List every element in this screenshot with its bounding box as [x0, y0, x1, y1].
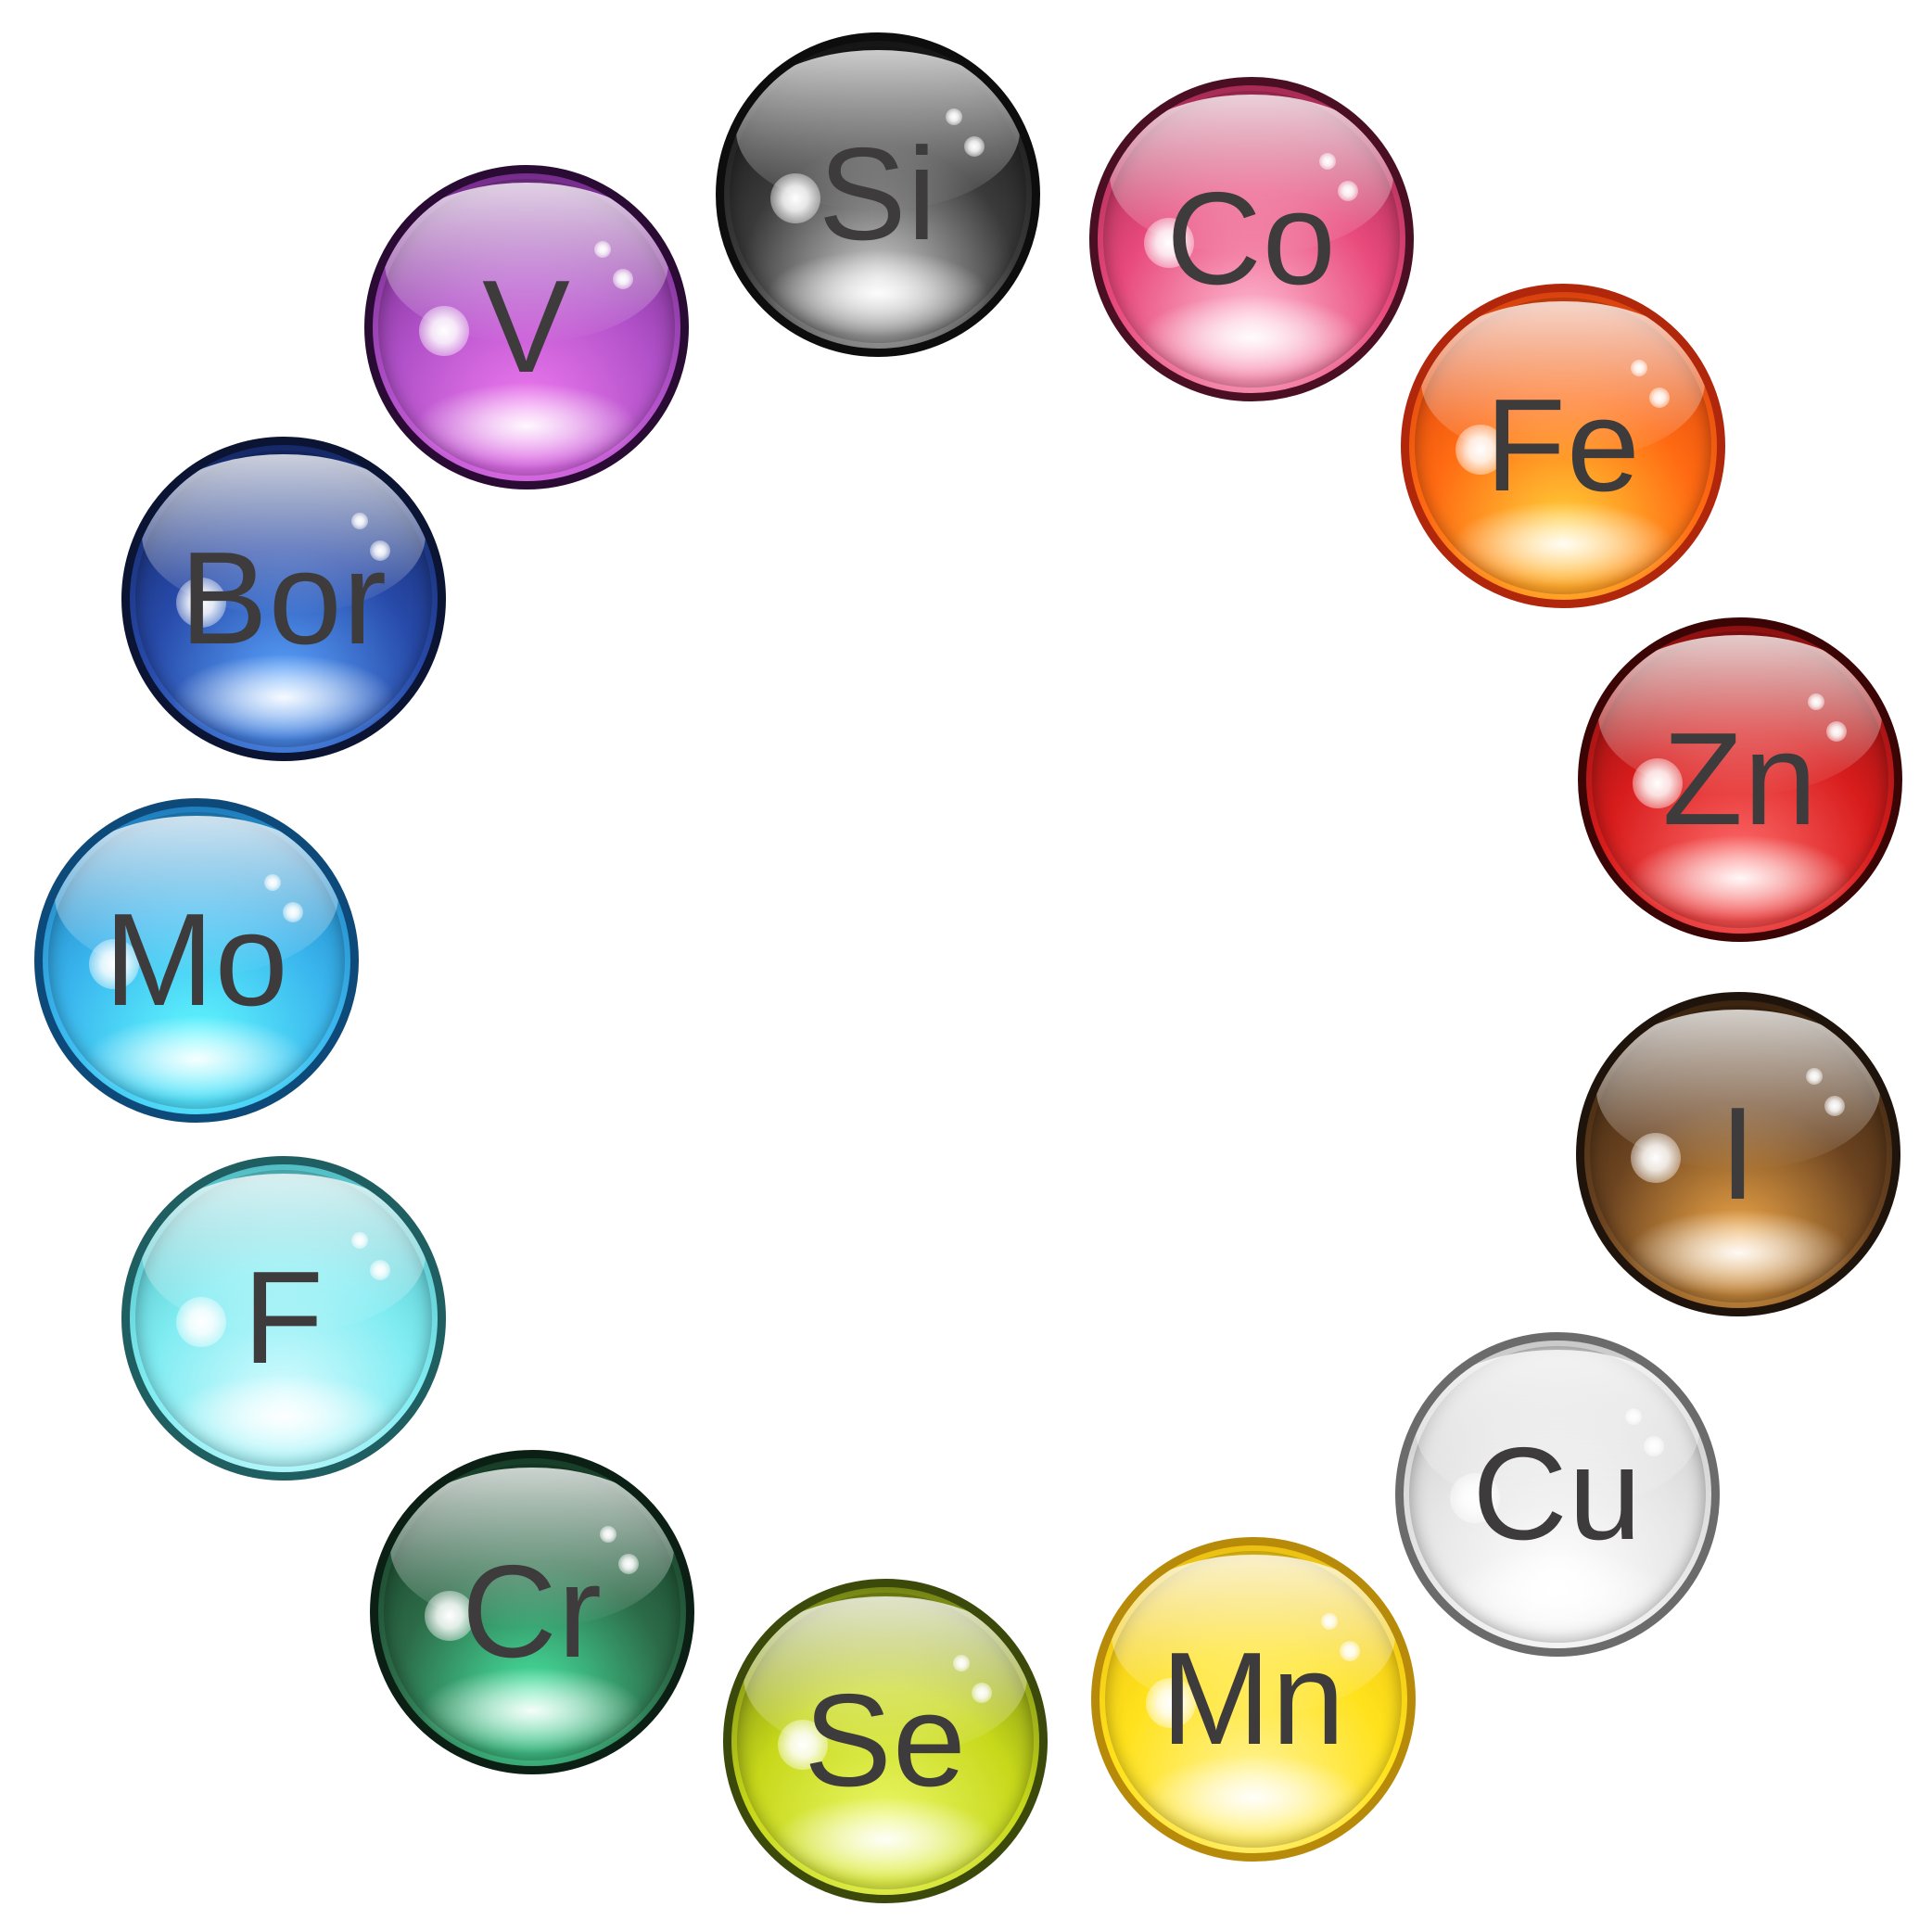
orb-sparkle [1632, 757, 1683, 808]
orb-sparkle [88, 938, 139, 989]
element-symbol-label: F [243, 1244, 324, 1392]
element-orb-v: V [364, 165, 689, 489]
element-symbol-label: Se [804, 1667, 967, 1814]
element-orb-co: Co [1089, 77, 1414, 401]
orb-sparkle [1643, 1435, 1664, 1456]
orb-sparkle [1824, 1095, 1845, 1116]
orb-sparkle [1337, 180, 1358, 201]
element-symbol-label: I [1719, 1080, 1758, 1227]
orb-sparkle [600, 1526, 617, 1544]
orb-sparkle [594, 241, 612, 259]
orb-sparkle [1631, 360, 1648, 377]
orb-sparkle [369, 540, 390, 561]
orb-sparkle [175, 1296, 226, 1347]
element-symbol-label: Cr [462, 1538, 603, 1685]
orb-sparkle [971, 1682, 992, 1703]
orb-sparkle [175, 577, 226, 628]
element-symbol-label: Si [818, 121, 938, 268]
orb-sparkle [1321, 1613, 1339, 1631]
element-orb-cr: Cr [370, 1450, 694, 1774]
orb-sparkle [769, 172, 820, 223]
orb-sparkle [1806, 1068, 1824, 1086]
element-symbol-label: Bor [180, 525, 388, 672]
orb-sparkle [953, 1655, 971, 1672]
element-orb-fe: Fe [1401, 284, 1725, 608]
orb-sparkle [351, 513, 369, 530]
orb-sparkle [617, 1553, 639, 1574]
orb-sparkle [1648, 387, 1670, 408]
element-orb-f: F [121, 1156, 446, 1481]
orb-sparkle [946, 108, 963, 126]
orb-sparkle [424, 1590, 475, 1641]
orb-sparkle [1319, 153, 1337, 171]
element-symbol-label: Mo [104, 886, 289, 1034]
element-symbol-label: Co [1166, 165, 1337, 312]
orb-sparkle [1808, 693, 1825, 711]
orb-sparkle [264, 874, 282, 892]
orb-sparkle [418, 305, 469, 356]
element-symbol-label: Cu [1472, 1420, 1643, 1568]
orb-sparkle [369, 1259, 390, 1280]
element-symbol-label: Zn [1662, 705, 1818, 853]
orb-sparkle [282, 901, 303, 922]
element-orb-si: Si [716, 32, 1040, 357]
orb-sparkle [1455, 424, 1506, 475]
element-orb-mn: Mn [1091, 1537, 1416, 1862]
element-orb-zn: Zn [1578, 617, 1902, 942]
orb-sparkle [1625, 1408, 1643, 1426]
element-orb-i: I [1576, 992, 1900, 1316]
element-symbol-label: Fe [1485, 372, 1641, 519]
orb-sparkle [1339, 1640, 1360, 1661]
orb-sparkle [612, 268, 633, 289]
element-orb-se: Se [723, 1579, 1048, 1903]
element-symbol-label: V [482, 253, 571, 400]
orb-sparkle [1630, 1132, 1681, 1183]
orb-sparkle [351, 1232, 369, 1250]
orb-sparkle [1143, 217, 1194, 268]
element-orb-cu: Cu [1395, 1332, 1720, 1657]
element-orb-mo: Mo [34, 798, 359, 1123]
orb-sparkle [1145, 1677, 1196, 1728]
orb-sparkle [777, 1719, 828, 1770]
element-orb-bor: Bor [121, 437, 446, 761]
orb-sparkle [963, 135, 985, 157]
orb-sparkle [1449, 1472, 1500, 1523]
element-symbol-label: Mn [1161, 1625, 1346, 1773]
orb-sparkle [1825, 720, 1847, 742]
